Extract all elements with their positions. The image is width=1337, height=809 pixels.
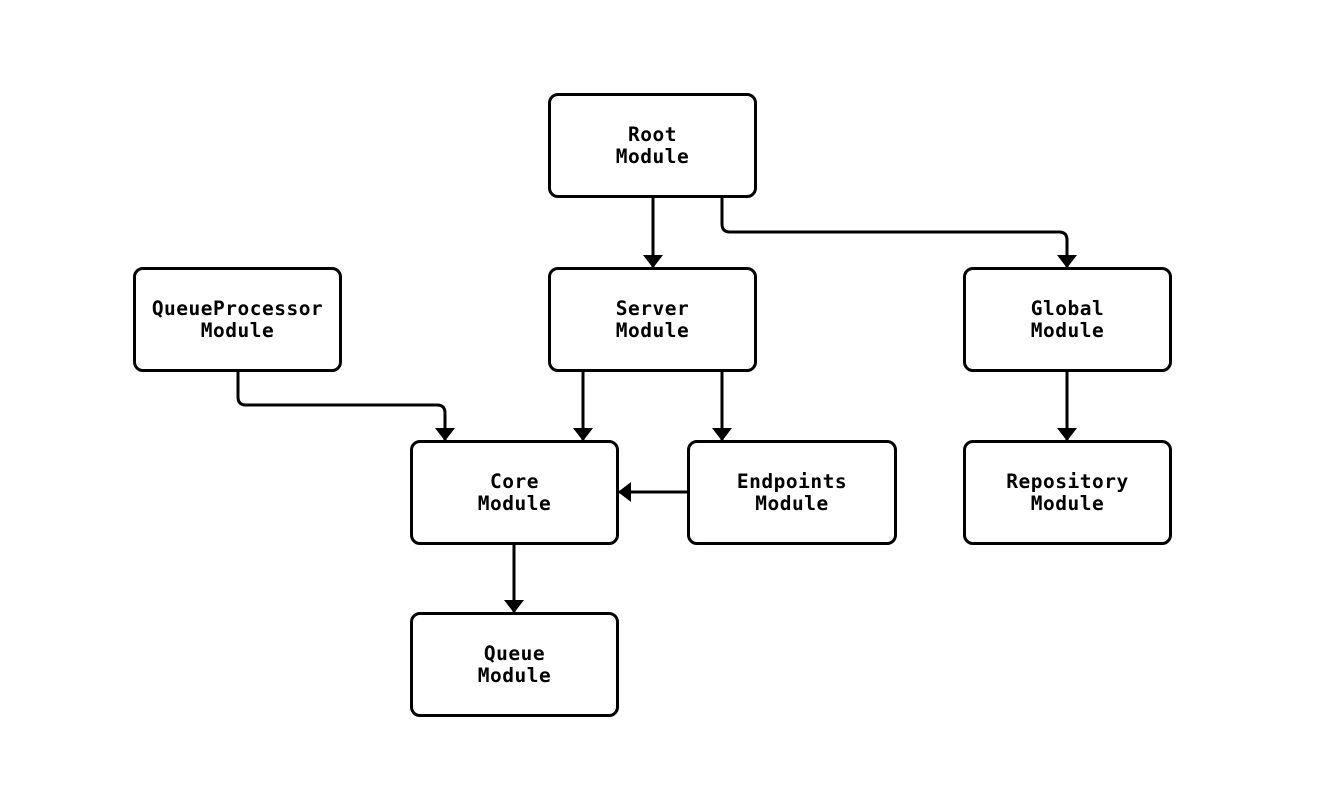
- node-repository-module: Repository Module: [963, 440, 1172, 545]
- edge-root-module-to-global-module: [720, 198, 1077, 268]
- node-label-endpoints-module: Endpoints Module: [736, 469, 848, 515]
- node-label-server-module: Server Module: [615, 296, 690, 342]
- node-label-queueprocessor-module: QueueProcessor Module: [151, 296, 324, 342]
- node-server-module: Server Module: [548, 267, 757, 372]
- node-label-root-module: Root Module: [615, 122, 690, 168]
- node-core-module: Core Module: [410, 440, 619, 545]
- node-label-global-module: Global Module: [1030, 296, 1105, 342]
- node-label-queue-module: Queue Module: [477, 641, 552, 687]
- edge-queueprocessor-module-to-core-module: [236, 372, 455, 441]
- node-queueprocessor-module: QueueProcessor Module: [133, 267, 342, 372]
- node-queue-module: Queue Module: [410, 612, 619, 717]
- node-endpoints-module: Endpoints Module: [687, 440, 897, 545]
- node-label-repository-module: Repository Module: [1006, 469, 1129, 515]
- node-label-core-module: Core Module: [477, 469, 552, 515]
- node-root-module: Root Module: [548, 93, 757, 198]
- node-global-module: Global Module: [963, 267, 1172, 372]
